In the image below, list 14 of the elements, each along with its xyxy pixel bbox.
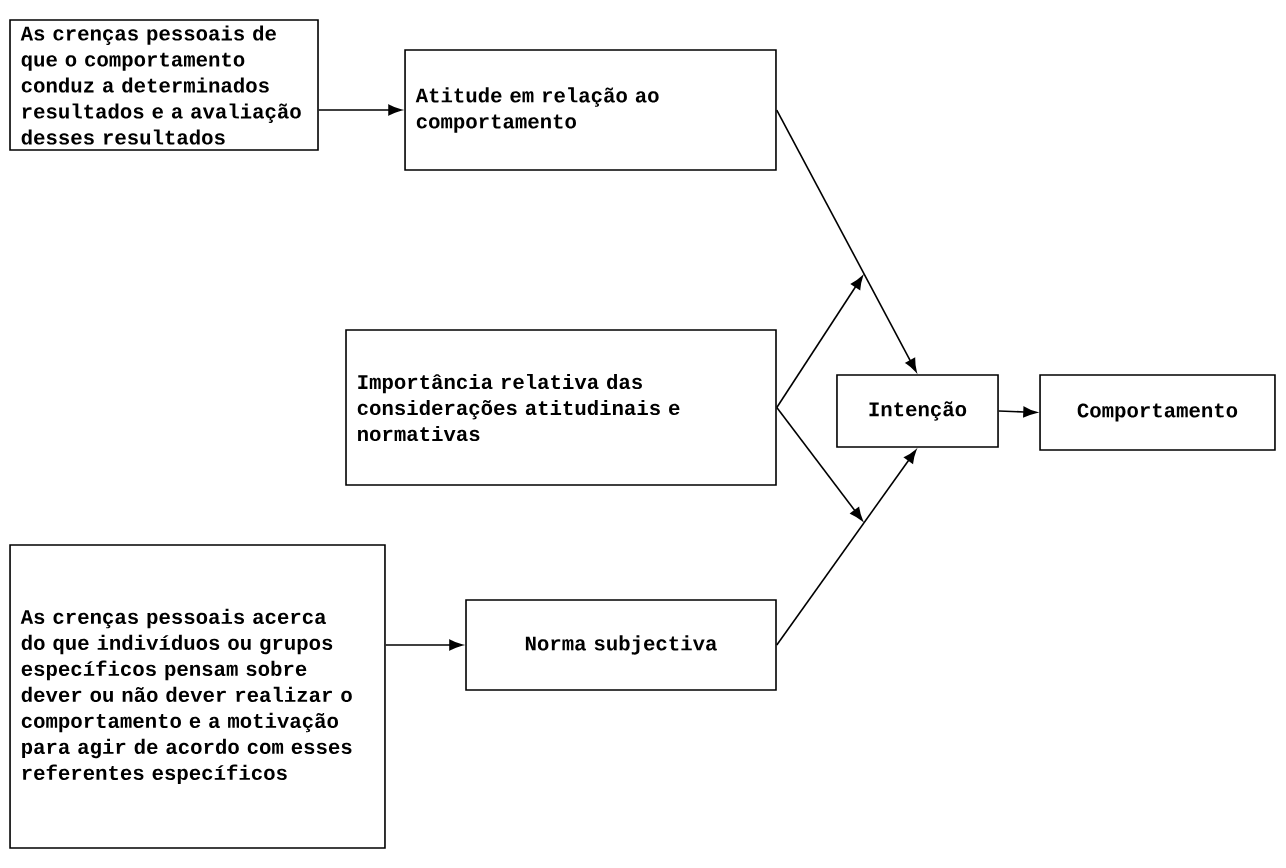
process-box: As crenças pessoais acerca do que indivíduos ou grupos específicos pensam sobre dever ou não dever realizar o comportamento e a motivação para agir de acordo com esses referentes específicos	[9, 544, 386, 849]
process-box: Importância relativa das considerações atitudinais e normativas	[345, 329, 777, 486]
arrow	[775, 109, 917, 373]
arrow	[318, 104, 402, 116]
arrow	[776, 275, 863, 409]
arrow	[384, 639, 463, 651]
process-box: Atitude em relação ao comportamento	[404, 49, 777, 171]
arrow	[776, 449, 917, 646]
process-box: As crenças pessoais de que o comportamento conduz a determinados resultados e a avaliação desses resultados	[9, 19, 319, 151]
arrow	[998, 406, 1037, 418]
process-box: Comportamento	[1039, 374, 1276, 451]
arrow	[776, 406, 863, 521]
process-box: Norma subjectiva	[465, 599, 777, 691]
process-box: Intenção	[836, 374, 999, 448]
